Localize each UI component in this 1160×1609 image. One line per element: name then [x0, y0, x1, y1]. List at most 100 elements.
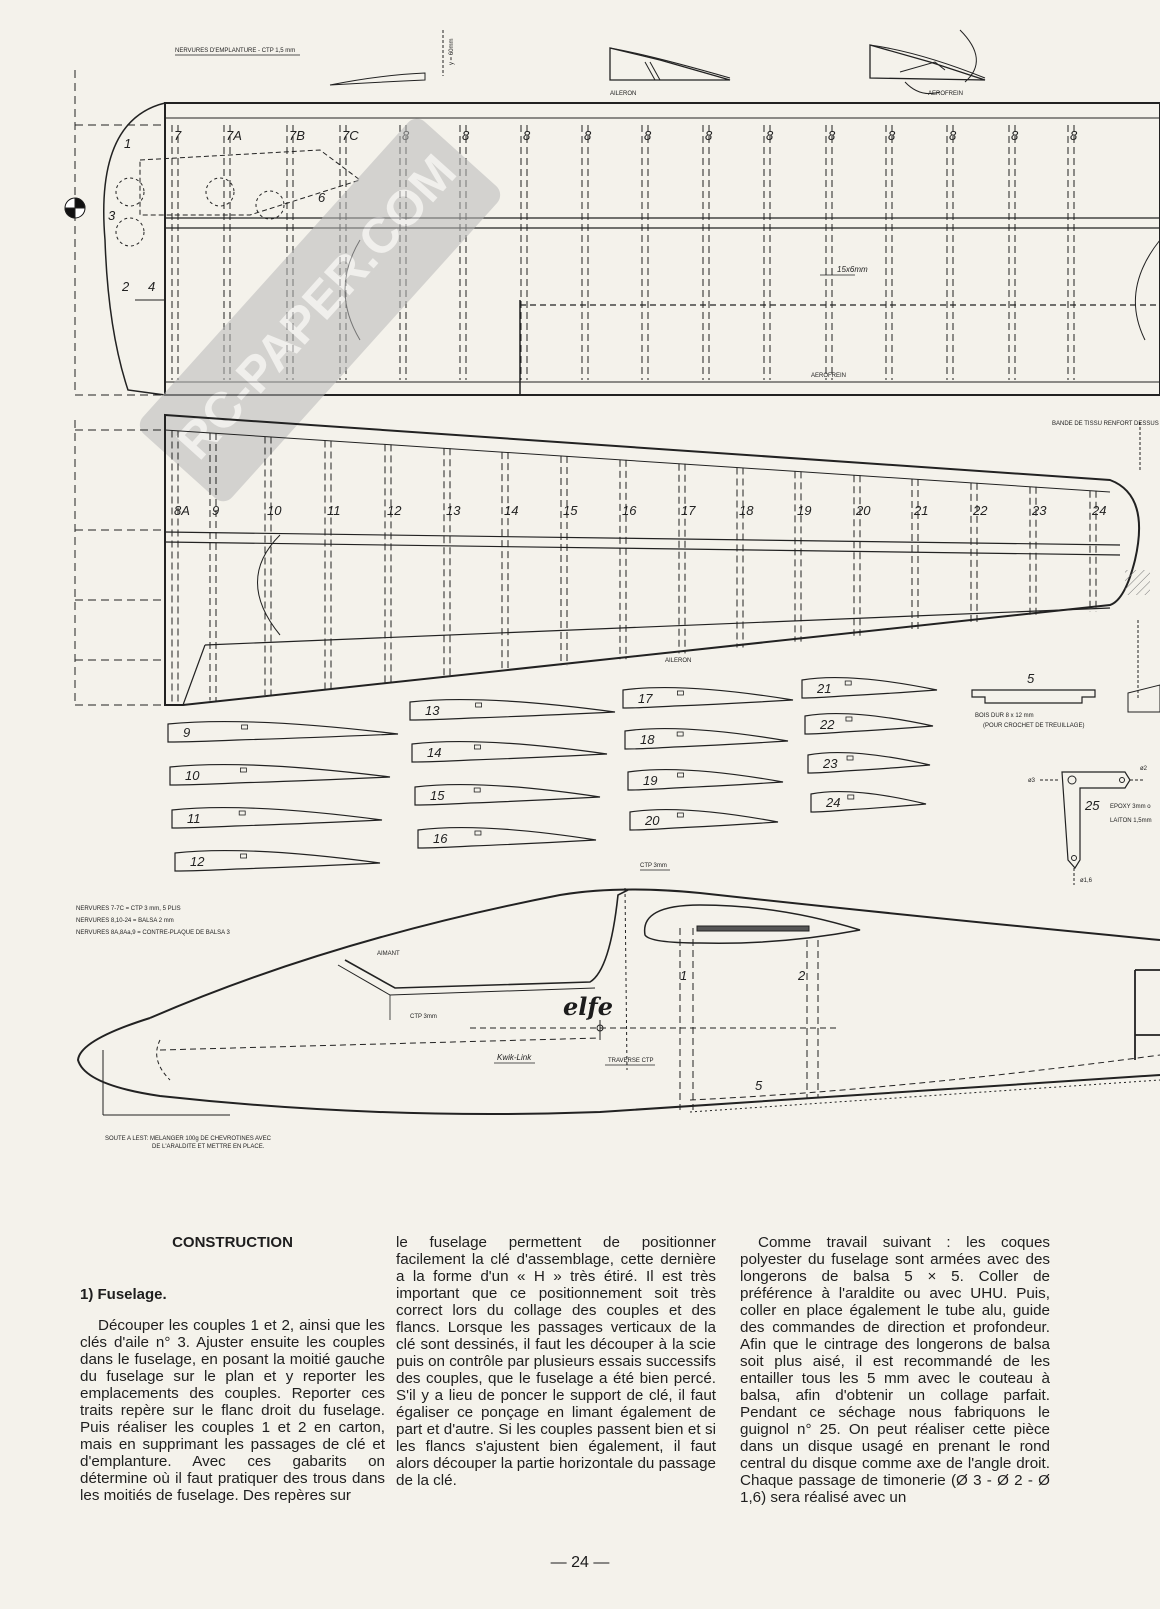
upper-rib-label: 8 — [828, 128, 836, 143]
rib-template-label: 22 — [819, 717, 835, 732]
column-2-text: le fuselage permettent de positionner fa… — [396, 1234, 716, 1489]
spar-notch — [239, 767, 247, 773]
rib-template-label: 12 — [190, 854, 205, 869]
rib-template-outline — [411, 740, 608, 763]
fuse-traverse: TRAVERSE CTP — [608, 1058, 654, 1064]
lower-rib-label: 11 — [327, 503, 341, 518]
rib-template-outline — [804, 712, 934, 735]
lower-rib-label: 10 — [267, 503, 282, 518]
lower-rib-label: 15 — [563, 503, 578, 518]
spar-notch — [676, 812, 684, 818]
spar-notch — [845, 716, 853, 722]
rib-template-outline — [629, 808, 779, 831]
upper-rib-label: 8 — [766, 128, 774, 143]
spar-notch — [844, 680, 852, 686]
fuselage-side-view — [76, 887, 1160, 1116]
spar-notch — [677, 690, 684, 696]
rib-template-outline — [171, 806, 383, 829]
part-25-note-1: EPOXY 3mm o — [1110, 804, 1151, 810]
fuse-aimant: AIMANT — [377, 951, 400, 957]
article-column-2: le fuselage permettent de positionner fa… — [396, 1234, 716, 1489]
upper-rib-label: 8 — [949, 128, 957, 143]
article-title: CONSTRUCTION — [172, 1234, 293, 1251]
part-5-note-1: BOIS DUR 8 x 12 mm — [975, 713, 1034, 719]
tissue-note: BANDE DE TISSU RENFORT DESSUS — [1052, 421, 1159, 427]
root-rib-note: NERVURES D'EMPLANTURE - CTP 1,5 mm — [175, 48, 295, 54]
spar-notch — [240, 853, 248, 859]
rib-template-outline — [174, 849, 381, 872]
rib-template-outline — [810, 790, 927, 813]
rib-template-label: 10 — [185, 768, 200, 783]
upper-rib-labels: 77A7B7C888888888888 — [174, 128, 1078, 143]
aileron-section-label: AILERON — [610, 91, 636, 97]
fuse-kwik: Kwik-Link — [497, 1053, 532, 1062]
spar-notch — [846, 755, 854, 761]
lower-rib-label: 14 — [504, 503, 518, 518]
rib-template-label: 13 — [425, 703, 440, 718]
lower-rib-label: 12 — [387, 503, 402, 518]
height-note: y = 60mm — [449, 38, 455, 65]
lower-rib-label: 20 — [855, 503, 871, 518]
watermark-text: RC-PAPER.COM — [166, 144, 467, 470]
article-column-1: CONSTRUCTION 1) Fuselage. Découper les c… — [80, 1234, 385, 1504]
spar-notch — [677, 772, 684, 778]
upper-rib-label: 8 — [584, 128, 592, 143]
construction-plan: NERVURES D'EMPLANTURE - CTP 1,5 mm y = 6… — [64, 29, 1160, 1150]
section-heading: 1) Fuselage. — [80, 1286, 167, 1303]
rib-template-outline — [807, 751, 931, 774]
part-25-bellcrank — [1040, 771, 1145, 885]
lower-rib-label: 23 — [1031, 503, 1047, 518]
dim-3: ø3 — [1028, 778, 1036, 784]
watermark-logo: RC-PAPER.COM — [139, 118, 501, 502]
part-25-label: 25 — [1084, 798, 1100, 813]
key-label-4: 4 — [148, 279, 155, 294]
airbrake-section-drawing — [869, 29, 986, 95]
lower-rib-label: 8A — [174, 503, 190, 518]
upper-rib-label: 7B — [289, 128, 305, 143]
article-column-3: Comme travail suivant : les coques polye… — [740, 1234, 1050, 1506]
rib-template-outline — [801, 676, 938, 699]
legend-line-3: NERVURES 8A,8Aa,9 = CONTRE-PLAQUE DE BAL… — [76, 930, 230, 936]
rib-template-label: 19 — [643, 773, 657, 788]
dim-2: ø2 — [1140, 766, 1148, 772]
spar-note: 15x6mm — [837, 265, 868, 274]
rib-template-outline — [414, 783, 601, 806]
lower-rib-label: 13 — [446, 503, 461, 518]
upper-rib-label: 8 — [462, 128, 470, 143]
column-3-text: Comme travail suivant : les coques polye… — [740, 1234, 1050, 1506]
upper-rib-label: 8 — [523, 128, 531, 143]
part-5-hook-block — [971, 684, 1160, 713]
spar-notch — [473, 787, 481, 793]
lower-rib-label: 19 — [797, 503, 811, 518]
key-label-1: 1 — [124, 136, 131, 151]
aileron-section-drawing — [609, 47, 731, 81]
rib-template-outline — [167, 720, 399, 743]
spar-notch — [473, 744, 481, 750]
rib-template-label: 17 — [638, 691, 653, 706]
lower-rib-label: 24 — [1091, 503, 1106, 518]
brand-logo: elfe — [563, 992, 613, 1021]
upper-rib-label: 8 — [644, 128, 652, 143]
root-rib-profile — [329, 30, 444, 86]
aileron-label: AILERON — [665, 658, 691, 664]
spar-notch — [241, 724, 249, 730]
upper-rib-label: 7C — [342, 128, 359, 143]
rib-template-outline — [627, 768, 784, 791]
rib-template-label: 14 — [427, 745, 441, 760]
rib-template-outline — [417, 826, 597, 849]
legend-line-2: NERVURES 8,10-24 = BALSA 2 mm — [76, 918, 174, 924]
legend-line-1: NERVURES 7-7C = CTP 3 mm, 5 PLIS — [76, 906, 181, 912]
rib-template-outline — [409, 698, 616, 721]
rib-template-label: 23 — [822, 756, 838, 771]
fuse-part-5: 5 — [755, 1078, 763, 1093]
lower-wing-panel — [74, 413, 1150, 706]
part-5-label: 5 — [1027, 671, 1035, 686]
rib-template-label: 24 — [825, 795, 840, 810]
rib-template-outline — [622, 686, 794, 709]
fuse-frame-2: 2 — [797, 968, 806, 983]
spar-notch — [676, 731, 684, 737]
lower-rib-label: 9 — [212, 503, 219, 518]
